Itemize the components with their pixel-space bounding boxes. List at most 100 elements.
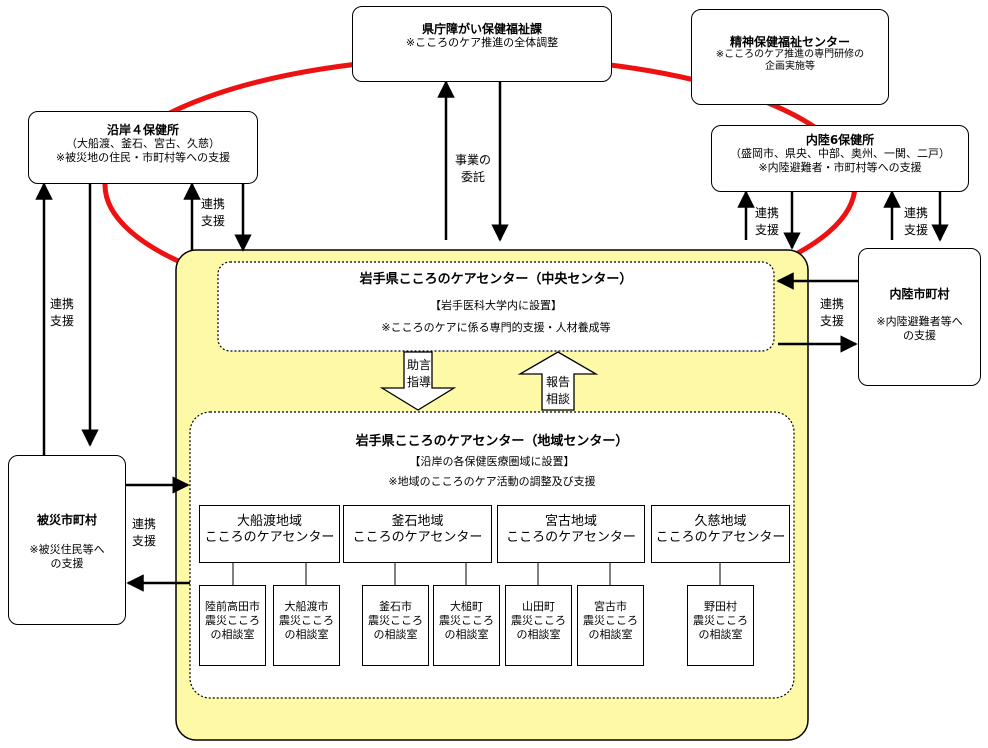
- mental-center-note2: 企画実施等: [765, 61, 815, 72]
- room-line3: の相談室: [516, 628, 561, 641]
- prefecture-title: 県庁障がい保健福祉課: [421, 22, 542, 36]
- coop-line2: 支援: [201, 214, 226, 228]
- coop-line1: 連携: [132, 517, 157, 531]
- room-line1: 宮古市: [594, 600, 627, 613]
- coop-line2: 支援: [50, 314, 75, 328]
- room-line3: の相談室: [588, 628, 633, 641]
- coop-label-disaster-regional: 連携 支援: [132, 516, 156, 550]
- area-center-line2: こころのケアセンター: [204, 530, 335, 545]
- inland-health-title: 内陸6保健所: [805, 133, 875, 147]
- coop-line1: 連携: [201, 197, 226, 211]
- coop-label-coastal-towns: 連携 支援: [50, 296, 74, 330]
- regional-center-title: 岩手県こころのケアセンター（地域センター）: [355, 434, 629, 449]
- area-center-line2: こころのケアセンター: [655, 530, 786, 545]
- room-line3: の相談室: [444, 628, 489, 641]
- inland-health-centers-box: 内陸6保健所 （盛岡市、県央、中部、奥州、一関、二戸） ※内陸避難者・市町村等へ…: [711, 125, 969, 192]
- regional-center: 岩手県こころのケアセンター（地域センター） 【沿岸の各保健医療圏域に設置】 ※地…: [190, 432, 794, 490]
- area-center-line1: 釜石地域: [391, 514, 444, 529]
- room-kamaishi: 釜石市 震災こころ の相談室: [362, 585, 429, 666]
- room-line1: 山田町: [522, 600, 555, 613]
- coop-line1: 連携: [820, 297, 845, 311]
- advice-arrow: [379, 351, 457, 411]
- area-center-line2: こころのケアセンター: [506, 530, 636, 545]
- advice-line1: 助言: [407, 358, 432, 372]
- disaster-towns-box: 被災市町村 ※被災住民等へ の支援: [8, 455, 126, 625]
- room-line2: 震災こころ: [439, 614, 494, 627]
- prefecture-office-box: 県庁障がい保健福祉課 ※こころのケア推進の全体調整: [352, 6, 612, 82]
- coop-label-coastal-central: 連携 支援: [201, 196, 225, 230]
- entrust-label: 事業の 委託: [455, 152, 491, 186]
- entrust-line1: 事業の: [455, 153, 492, 167]
- prefecture-note: ※こころのケア推進の全体調整: [405, 36, 559, 49]
- mental-center-note1: ※こころのケア推進の専門研修の: [715, 49, 865, 60]
- room-line1: 野田村: [704, 600, 737, 613]
- area-center-kuji: 久慈地域 こころのケアセンター: [651, 505, 790, 563]
- area-center-ofunato: 大船渡地域 こころのケアセンター: [199, 505, 340, 563]
- room-ofunato: 大船渡市 震災こころ の相談室: [273, 585, 340, 666]
- inland-health-areas: （盛岡市、県央、中部、奥州、一関、二戸）: [730, 147, 950, 160]
- coastal-health-centers-box: 沿岸４保健所 （大船渡、釜石、宮古、久慈） ※被災地の住民・市町村等への支援: [28, 111, 258, 184]
- inland-towns-box: 内陸市町村 ※内陸避難者等へ の支援: [858, 248, 981, 386]
- central-center-title: 岩手県こころのケアセンター（中央センター）: [359, 272, 633, 287]
- room-line1: 釜石市: [379, 600, 412, 613]
- coastal-health-title: 沿岸４保健所: [106, 123, 179, 137]
- report-arrow: [517, 351, 599, 411]
- coop-line2: 支援: [132, 534, 157, 548]
- coop-line1: 連携: [904, 206, 929, 220]
- room-otsuchi: 大槌町 震災こころ の相談室: [433, 585, 500, 666]
- coop-label-inland-central: 連携 支援: [755, 205, 779, 239]
- room-line1: 陸前高田市: [205, 600, 260, 613]
- room-miyako: 宮古市 震災こころ の相談室: [577, 585, 644, 666]
- room-noda: 野田村 震災こころ の相談室: [687, 585, 754, 666]
- mental-center-title: 精神保健福祉センター: [729, 35, 850, 49]
- disaster-towns-note1: ※被災住民等へ: [29, 543, 105, 556]
- central-center-frame: [217, 261, 775, 352]
- room-rikuzentakata: 陸前高田市 震災こころ の相談室: [199, 585, 266, 666]
- area-center-line1: 久慈地域: [694, 514, 747, 529]
- room-line3: の相談室: [373, 628, 418, 641]
- room-line2: 震災こころ: [205, 614, 260, 627]
- inland-towns-title: 内陸市町村: [889, 287, 950, 301]
- room-line1: 大船渡市: [284, 600, 329, 613]
- room-line2: 震災こころ: [279, 614, 334, 627]
- central-center-location: 【岩手医科大学内に設置】: [430, 299, 562, 312]
- central-center: 岩手県こころのケアセンター（中央センター） 【岩手医科大学内に設置】 ※こころの…: [218, 270, 774, 336]
- regional-center-location: 【沿岸の各保健医療圏域に設置】: [409, 455, 575, 468]
- inland-towns-note2: の支援: [903, 329, 936, 342]
- coop-line1: 連携: [50, 297, 75, 311]
- room-line3: の相談室: [210, 628, 255, 641]
- room-line3: の相談室: [698, 628, 743, 641]
- room-line3: の相談室: [284, 628, 329, 641]
- report-label: 報告 相談: [546, 374, 570, 408]
- coop-line2: 支援: [755, 223, 780, 237]
- coop-line1: 連携: [755, 206, 780, 220]
- room-line1: 大槌町: [450, 600, 483, 613]
- coastal-health-note: ※被災地の住民・市町村等への支援: [55, 151, 231, 164]
- room-line2: 震災こころ: [693, 614, 748, 627]
- coop-label-inland-towns: 連携 支援: [904, 205, 928, 239]
- mental-health-center-box: 精神保健福祉センター ※こころのケア推進の専門研修の 企画実施等: [691, 9, 889, 105]
- advice-label: 助言 指導: [407, 357, 431, 391]
- area-center-line1: 大船渡地域: [236, 514, 302, 529]
- area-center-kamaishi: 釜石地域 こころのケアセンター: [343, 505, 492, 563]
- advice-line2: 指導: [407, 375, 432, 389]
- room-line2: 震災こころ: [583, 614, 638, 627]
- coastal-health-areas: （大船渡、釜石、宮古、久慈）: [66, 137, 220, 150]
- disaster-towns-title: 被災市町村: [36, 513, 97, 527]
- disaster-towns-note2: の支援: [50, 557, 84, 570]
- inland-towns-note1: ※内陸避難者等へ: [876, 315, 963, 328]
- area-center-line2: こころのケアセンター: [352, 530, 483, 545]
- entrust-line2: 委託: [461, 170, 486, 184]
- regional-center-note: ※地域のこころのケア活動の調整及び支援: [388, 475, 596, 488]
- room-line2: 震災こころ: [368, 614, 423, 627]
- coop-line2: 支援: [820, 314, 845, 328]
- room-line2: 震災こころ: [511, 614, 566, 627]
- area-center-line1: 宮古地域: [544, 514, 597, 529]
- coop-line2: 支援: [904, 223, 929, 237]
- report-line1: 報告: [546, 375, 571, 389]
- area-center-miyako: 宮古地域 こころのケアセンター: [497, 505, 645, 563]
- room-yamada: 山田町 震災こころ の相談室: [505, 585, 572, 666]
- coop-label-central-towns: 連携 支援: [820, 296, 844, 330]
- report-line2: 相談: [546, 392, 571, 406]
- central-center-note: ※こころのケアに係る専門的支援・人材養成等: [381, 321, 611, 334]
